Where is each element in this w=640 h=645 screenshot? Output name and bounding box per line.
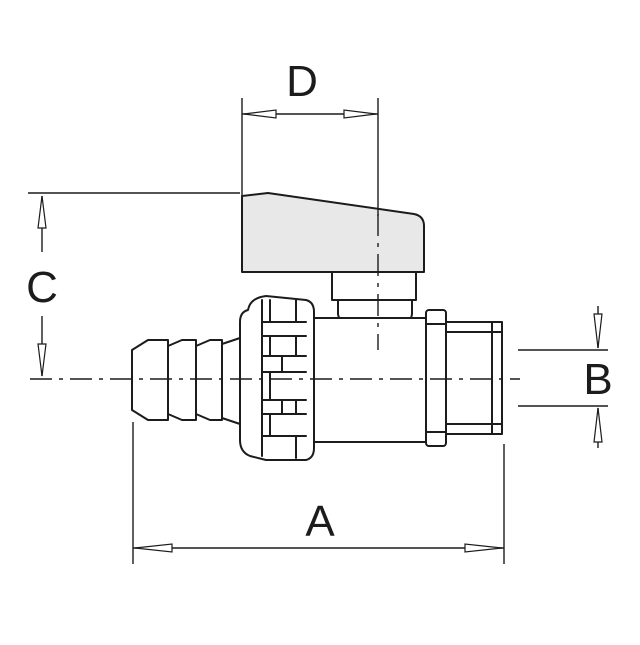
arrowhead-b-top [593, 313, 603, 349]
dimension-c: C [26, 195, 58, 377]
extension-lines [28, 98, 608, 564]
dimension-d: D [242, 57, 378, 119]
arrowhead-b-bottom [593, 407, 603, 443]
lever-handle [241, 192, 425, 273]
dimension-b: B [583, 306, 613, 448]
arrowhead-d-right [343, 109, 377, 119]
dimension-label-c: C [26, 263, 58, 312]
arrowhead-d-left [243, 109, 277, 119]
valve-body [299, 317, 427, 443]
dimension-a: A [133, 497, 504, 553]
hose-barb [131, 337, 241, 425]
dimension-label-a: A [305, 497, 335, 546]
dimension-label-b: B [583, 355, 612, 404]
arrowhead-a-left [134, 543, 173, 553]
threaded-end [445, 321, 503, 435]
arrowhead-a-right [464, 543, 503, 553]
arrowhead-c-bottom [37, 343, 47, 377]
arrowhead-c-top [37, 195, 47, 229]
dimension-label-d: D [286, 57, 318, 106]
centre-lines [30, 214, 520, 380]
union-nut [239, 295, 315, 461]
hex-collar [425, 309, 447, 447]
